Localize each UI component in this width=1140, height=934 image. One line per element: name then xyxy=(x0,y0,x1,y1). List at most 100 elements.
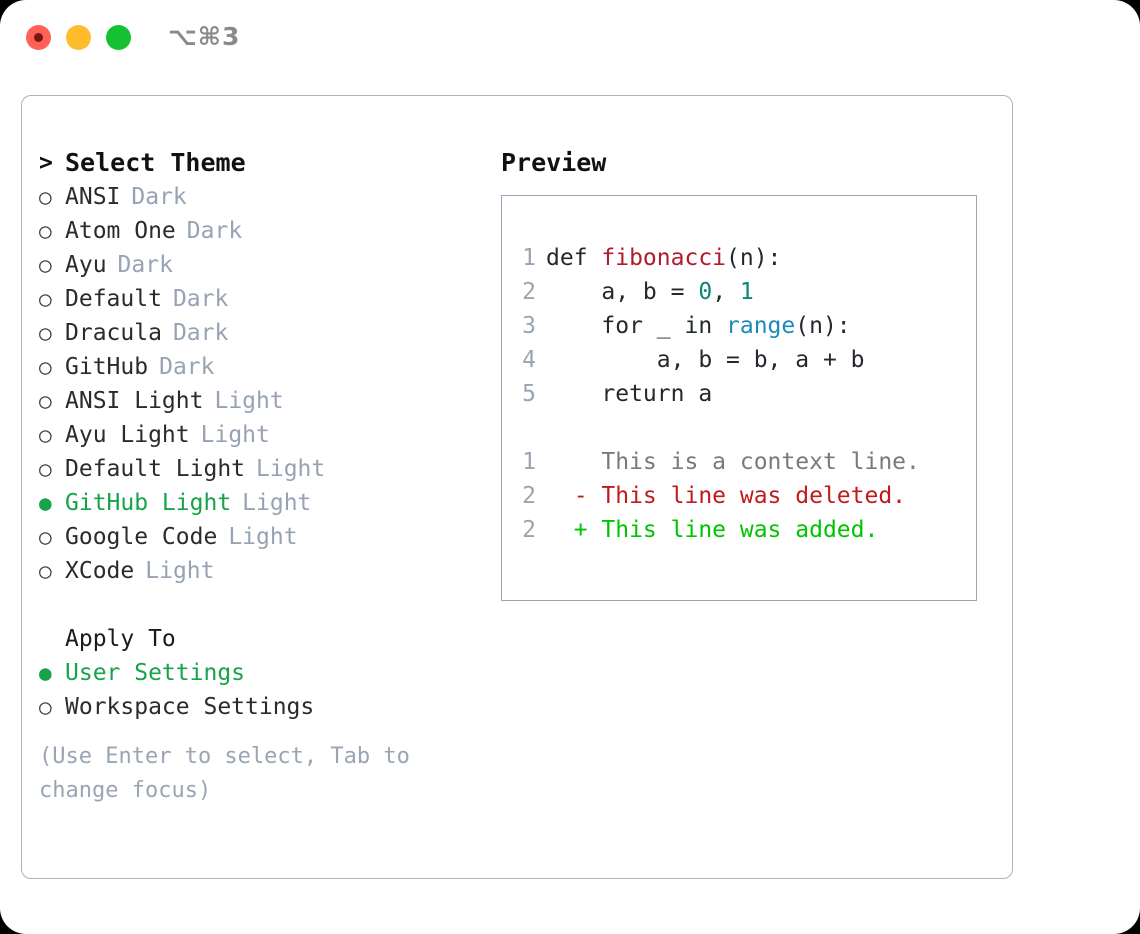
diff-line: 2 + This line was added. xyxy=(502,513,976,547)
diff-line-number: 1 xyxy=(522,449,536,475)
code-line-text: for _ in range(n): xyxy=(546,309,851,343)
close-light-icon[interactable] xyxy=(26,25,51,50)
theme-list-item[interactable]: ○ Google Code Light xyxy=(39,520,499,554)
theme-variant-tag: Light xyxy=(200,422,270,448)
apply-to-heading: Apply To xyxy=(65,626,176,652)
code-token-plain: def xyxy=(546,245,602,271)
line-number: 1 xyxy=(522,245,536,271)
minimize-light-icon[interactable] xyxy=(66,25,91,50)
code-line: 3 for _ in range(n): xyxy=(502,309,976,343)
radio-unselected-icon: ○ xyxy=(39,219,52,243)
select-theme-header: > Select Theme xyxy=(39,146,499,180)
line-number: 3 xyxy=(522,313,536,339)
theme-name-label: Google Code xyxy=(65,524,218,550)
theme-name-label: GitHub Light xyxy=(65,490,232,516)
code-line: 1 def fibonacci(n): xyxy=(502,241,976,275)
theme-name-label: Dracula xyxy=(65,320,162,346)
code-token-plain: (n): xyxy=(726,245,782,271)
code-token-num: 0 xyxy=(698,279,713,305)
theme-variant-tag: Dark xyxy=(172,286,229,312)
theme-list-item[interactable]: ○ Default Light Light xyxy=(39,452,499,486)
code-token-call: range xyxy=(726,313,796,339)
code-token-plain: for _ in xyxy=(546,313,727,339)
code-token-fn: fibonacci xyxy=(601,245,727,271)
radio-unselected-icon: ○ xyxy=(39,457,52,481)
theme-name-label: Ayu xyxy=(65,252,107,278)
list-spacer xyxy=(39,588,499,622)
radio-unselected-icon: ○ xyxy=(39,695,52,719)
code-token-plain: (n): xyxy=(795,313,851,339)
theme-variant-tag: Dark xyxy=(131,184,187,210)
theme-variant-tag: Light xyxy=(242,490,312,516)
diff-line-number: 2 xyxy=(522,517,536,543)
theme-variant-tag: Light xyxy=(145,558,215,584)
keyboard-shortcut-label: ⌥⌘3 xyxy=(168,22,241,51)
theme-list-item[interactable]: ○ Ayu Dark xyxy=(39,248,499,282)
radio-unselected-icon: ○ xyxy=(39,559,52,583)
diff-block: 1 This is a context line.2 - This line w… xyxy=(502,445,976,547)
apply-to-option[interactable]: ○ Workspace Settings xyxy=(39,690,499,724)
apply-to-label: Workspace Settings xyxy=(65,694,315,720)
diff-line: 2 - This line was deleted. xyxy=(502,479,976,513)
radio-selected-icon: ● xyxy=(39,491,52,515)
theme-name-label: Default Light xyxy=(65,456,246,482)
code-line-text: a, b = 0, 1 xyxy=(546,275,754,309)
apply-to-list: ●User Settings ○ Workspace Settings xyxy=(39,656,499,724)
code-line-text: return a xyxy=(546,377,712,411)
radio-selected-icon: ● xyxy=(39,661,52,685)
title-bar: ⌥⌘3 xyxy=(0,0,1140,78)
caret-icon: > xyxy=(39,150,53,176)
radio-unselected-icon: ○ xyxy=(39,355,52,379)
theme-name-label: Ayu Light xyxy=(65,422,190,448)
theme-variant-tag: Light xyxy=(228,524,298,550)
code-token-plain: , xyxy=(712,279,740,305)
theme-variant-tag: Dark xyxy=(159,354,215,380)
preview-title: Preview xyxy=(501,148,607,177)
apply-to-option[interactable]: ●User Settings xyxy=(39,656,499,690)
page-title: Select Theme xyxy=(65,148,246,177)
theme-list-item[interactable]: ○ GitHub Dark xyxy=(39,350,499,384)
theme-name-label: GitHub xyxy=(65,354,149,380)
apply-to-heading-row: Apply To xyxy=(39,622,499,656)
maximize-light-icon[interactable] xyxy=(106,25,131,50)
radio-unselected-icon: ○ xyxy=(39,253,52,277)
line-number: 5 xyxy=(522,381,536,407)
theme-variant-tag: Light xyxy=(256,456,326,482)
code-token-plain: a, b = b, a + b xyxy=(546,347,865,373)
theme-list-item[interactable]: ○ XCode Light xyxy=(39,554,499,588)
theme-name-label: ANSI xyxy=(65,184,121,210)
theme-variant-tag: Dark xyxy=(172,320,229,346)
code-token-plain: a, b = xyxy=(546,279,699,305)
diff-line-number: 2 xyxy=(522,483,536,509)
theme-list-item[interactable]: ○ ANSI Light Light xyxy=(39,384,499,418)
theme-name-label: ANSI Light xyxy=(65,388,204,414)
line-number: 4 xyxy=(522,347,536,373)
diff-line-text-ctx: This is a context line. xyxy=(546,449,920,475)
theme-list-item[interactable]: ● GitHub Light Light xyxy=(39,486,499,520)
blank-marker xyxy=(39,622,65,656)
code-line: 2 a, b = 0, 1 xyxy=(502,275,976,309)
code-line: 5 return a xyxy=(502,377,976,411)
code-line-text: a, b = b, a + b xyxy=(546,343,865,377)
traffic-lights xyxy=(26,25,131,50)
code-token-num: 1 xyxy=(739,279,754,305)
keyboard-hint-text: (Use Enter to select, Tab to change focu… xyxy=(39,744,410,803)
radio-unselected-icon: ○ xyxy=(39,287,52,311)
theme-name-label: Atom One xyxy=(65,218,176,244)
theme-variant-tag: Dark xyxy=(117,252,173,278)
diff-line: 1 This is a context line. xyxy=(502,445,976,479)
theme-variant-tag: Light xyxy=(214,388,284,414)
theme-name-label: XCode xyxy=(65,558,135,584)
radio-unselected-icon: ○ xyxy=(39,389,52,413)
radio-unselected-icon: ○ xyxy=(39,525,52,549)
